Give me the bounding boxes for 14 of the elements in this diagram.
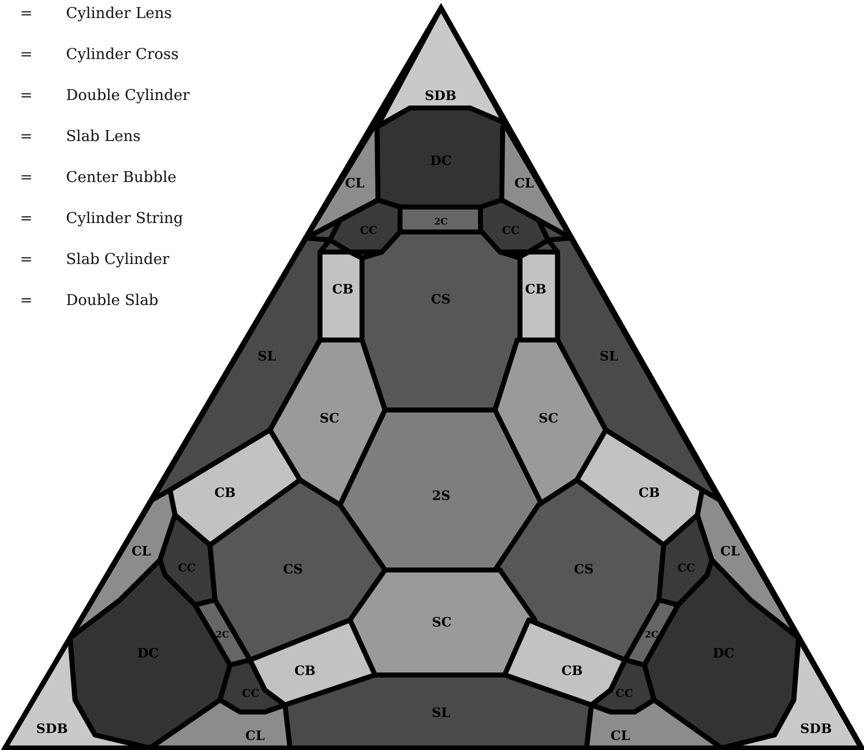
legend-text: Cylinder Cross (66, 45, 179, 63)
equals-sign: = (20, 250, 33, 268)
equals-sign: = (20, 291, 33, 309)
equals-sign: = (20, 168, 33, 186)
equals-sign: = (20, 45, 33, 63)
legend-text: Cylinder String (66, 209, 184, 227)
legend-text: Center Bubble (66, 168, 176, 186)
equals-sign: = (20, 127, 33, 145)
legend-text: Double Cylinder (66, 86, 190, 104)
legend-text: Slab Lens (66, 127, 141, 145)
legend-text: Cylinder Lens (66, 4, 172, 22)
equals-sign: = (20, 4, 33, 22)
equals-sign: = (20, 86, 33, 104)
equals-sign: = (20, 209, 33, 227)
